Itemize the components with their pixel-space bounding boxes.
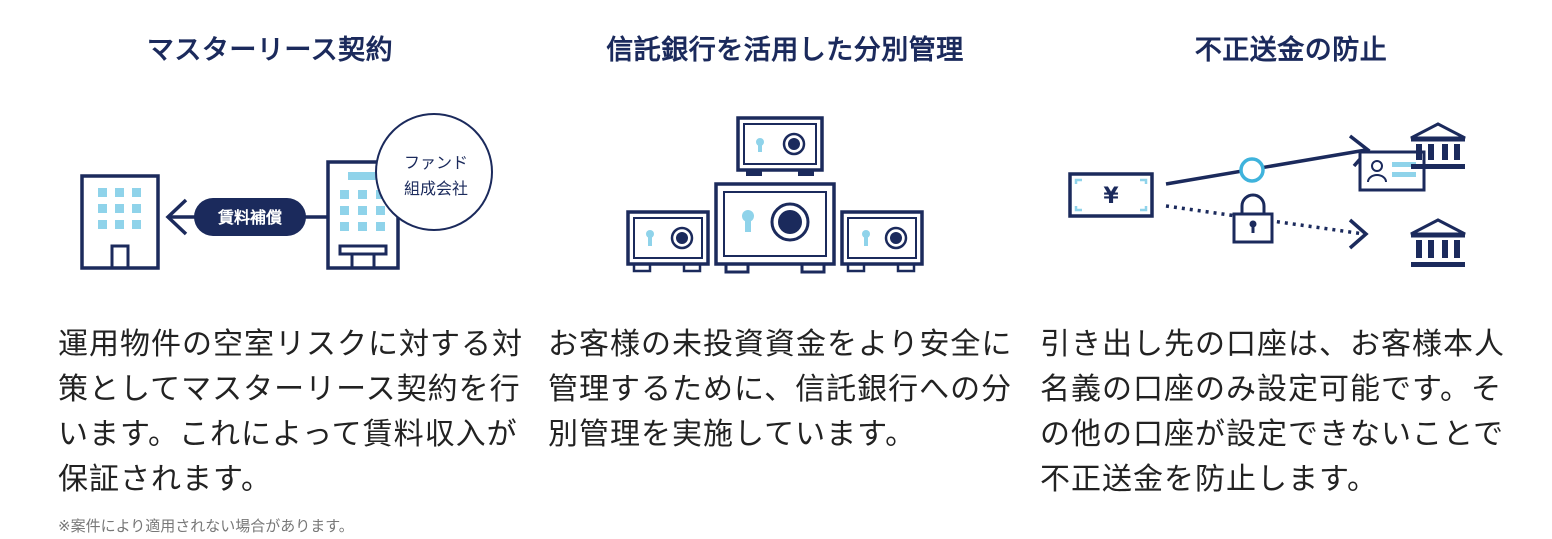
safe-icon [626,210,710,273]
arrow-right-icon [1165,134,1371,186]
master-lease-illustration: 賃料補償 ファンド 組成会社 [80,113,493,270]
safe-icon [840,210,924,273]
blocked-arrow [1165,204,1369,250]
feature-master-lease: マスターリース契約 賃料補償 [0,0,540,539]
bank-icon [1410,218,1466,267]
fund-company-circle [375,113,493,231]
building-icon [80,174,160,270]
badge-label: 賃料補償 [217,208,283,227]
feature-description: 運用物件の空室リスクに対する対 策としてマスターリース契約を行 います。これによ… [58,327,523,497]
circle-label-line2: 組成会社 [404,179,468,198]
feature-description: 引き出し先の口座は、お客様本人 名義の口座のみ設定可能です。そ の他の口座が設定… [1040,327,1505,497]
safes-illustration [626,116,924,274]
feature-description: お客様の未投資資金をより安全に 管理するために、信託銀行への分 別管理を実施して… [548,327,1013,452]
bank-icon [1410,122,1466,169]
feature-title: 信託銀行を活用した分別管理 [606,35,964,66]
yen-symbol: ¥ [1103,184,1119,209]
feature-trust-bank: 信託銀行を活用した分別管理 [540,0,1030,539]
rent-guarantee-badge [194,198,306,236]
banknote-icon: ¥ [1068,172,1154,218]
id-card-icon [1358,150,1426,192]
circle-label-line1: ファンド [404,153,468,172]
footnote: ※案件により適用されない場合があります。 [58,517,354,535]
feature-title: 不正送金の防止 [1194,35,1388,66]
fraud-prevention-illustration: ¥ [1068,122,1466,267]
safe-icon [736,116,824,176]
safe-icon [714,182,836,274]
feature-fraud-prevention: 不正送金の防止 ¥ [1030,0,1552,539]
feature-title: マスターリース契約 [146,35,394,66]
padlock-icon [1232,193,1274,244]
